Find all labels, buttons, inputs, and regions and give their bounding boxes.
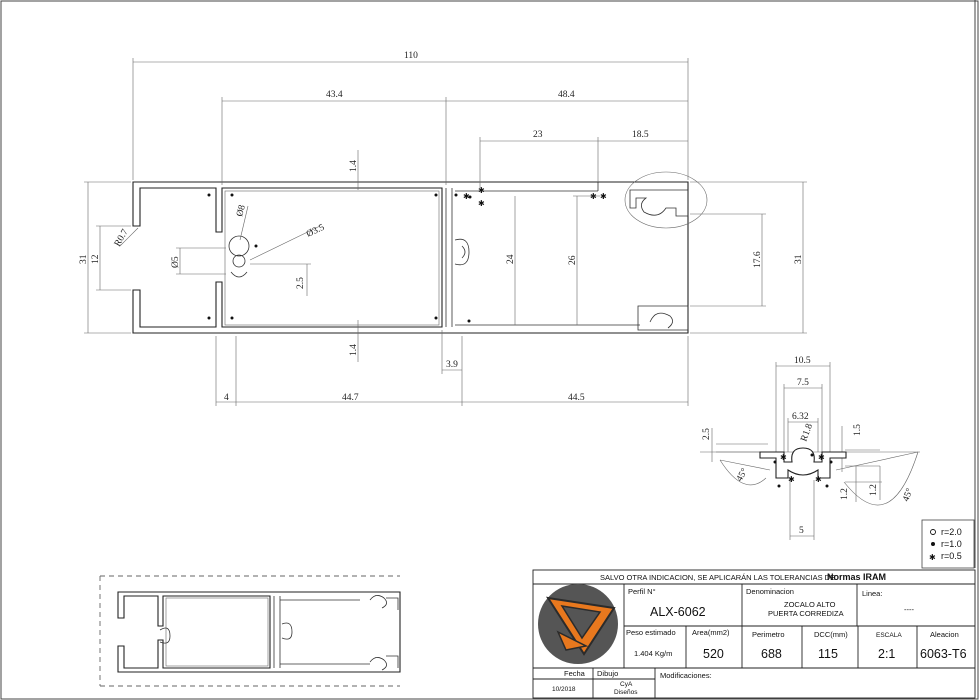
tb-escala-value: 2:1 [878,647,895,661]
dim-1-4-top: 1.4 [349,160,359,172]
tb-perfil-value: ALX-6062 [650,605,706,619]
dim-110: 110 [404,51,418,61]
company-logo [538,584,618,664]
tb-perimetro-value: 688 [761,647,782,661]
tb-perimetro-label: Perimetro [752,630,785,639]
tb-dibujo-value2: Diseños [614,689,638,696]
svg-text:✱: ✱ [478,186,485,195]
r10-symbol-icon [931,542,935,546]
detail-dim-1-2b: 1.2 [840,488,850,500]
dim-12: 12 [91,254,101,264]
svg-text:✱: ✱ [780,453,787,462]
svg-text:✱: ✱ [815,475,822,484]
detail-dim-1-5: 1.5 [853,424,863,436]
tb-area-label: Area(mm2) [692,628,730,637]
tb-peso-value: 1.404 Kg/m [634,649,672,658]
tb-aleacion-value: 6063-T6 [920,647,967,661]
detail-angle-right: 45° [900,487,915,503]
svg-text:✱: ✱ [463,192,470,201]
svg-text:✱: ✱ [600,192,607,201]
legend-r05: r=0.5 [941,551,962,561]
detail-dim-2-5: 2.5 [702,428,712,440]
detail-dim-r1-8: R1.8 [799,422,815,443]
svg-text:✱: ✱ [788,475,795,484]
tb-area-value: 520 [703,647,724,661]
tb-header-bold: Normas IRAM [827,572,886,582]
dim-43-4: 43.4 [326,90,343,100]
dim-23: 23 [533,130,543,140]
dim-31-right: 31 [794,254,804,264]
tb-modificaciones-label: Modificaciones: [660,671,712,680]
dim-2-5: 2.5 [296,277,306,289]
svg-text:✱: ✱ [590,192,597,201]
tb-linea-label: Linea: [862,589,882,598]
dim-dia-8: Ø8 [235,204,248,218]
tb-denominacion-line1: ZOCALO ALTO [784,600,836,609]
detail-angle-left: 45° [734,466,750,483]
tb-denominacion-label: Denominacion [746,587,794,596]
detail-view: ✱ ✱ ✱ ✱ 10.5 7.5 6.32 R1.8 2.5 1.5 1.2 1… [700,356,920,540]
dim-dia-3-5: Ø3.5 [305,223,326,240]
thumbnail-profile [99,575,401,687]
title-block [532,569,976,699]
dim-48-4: 48.4 [558,90,575,100]
dim-3-9: 3.9 [446,360,458,370]
dim-26: 26 [568,255,578,265]
legend-r20: r=2.0 [941,527,962,537]
main-profile: ✱ ✱ ✱ ✱ ✱ [132,171,708,334]
dim-1-4-bottom: 1.4 [349,344,359,356]
tb-linea-value: ---- [904,605,914,614]
tb-fecha-value: 10/2018 [552,686,576,693]
tb-perfil-label: Perfil N° [628,587,656,596]
dim-44-5: 44.5 [568,393,585,403]
dim-4: 4 [224,393,229,403]
detail-dim-6-32: 6.32 [792,412,809,422]
tb-header: SALVO OTRA INDICACION, SE APLICARÁN LAS … [600,573,835,582]
tb-escala-label: ESCALA [876,632,902,639]
dim-dia-5: Ø5 [171,256,181,268]
tb-dibujo-label: Dibujo [597,669,618,678]
detail-dim-10-5: 10.5 [794,356,811,366]
tb-dcc-label: DCC(mm) [814,630,848,639]
detail-dim-7-5: 7.5 [797,378,809,388]
tb-peso-label: Peso estimado [626,628,676,637]
title-block-text: SALVO OTRA INDICACION, SE APLICARÁN LAS … [552,572,967,696]
tb-fecha-label: Fecha [564,669,586,678]
tb-dibujo-value1: CyA [620,681,633,688]
tb-dcc-value: 115 [818,647,838,661]
dim-44-7: 44.7 [342,393,359,403]
dim-17-6: 17.6 [753,251,763,268]
detail-dim-5: 5 [799,526,804,536]
r05-symbol-icon: ✱ [929,553,936,562]
svg-text:✱: ✱ [478,199,485,208]
r20-symbol-icon [930,529,936,535]
tb-denominacion-line2: PUERTA CORREDIZA [768,609,844,618]
detail-dim-1-2a: 1.2 [869,484,879,496]
legend-r10: r=1.0 [941,539,962,549]
svg-text:✱: ✱ [818,453,825,462]
dim-18-5: 18.5 [632,130,649,140]
dim-31-left: 31 [79,254,89,264]
radius-legend: r=2.0 r=1.0 ✱ r=0.5 [921,519,975,569]
tb-aleacion-label: Aleacion [930,630,959,639]
dimension-lines [84,58,807,406]
dim-24: 24 [506,254,516,264]
